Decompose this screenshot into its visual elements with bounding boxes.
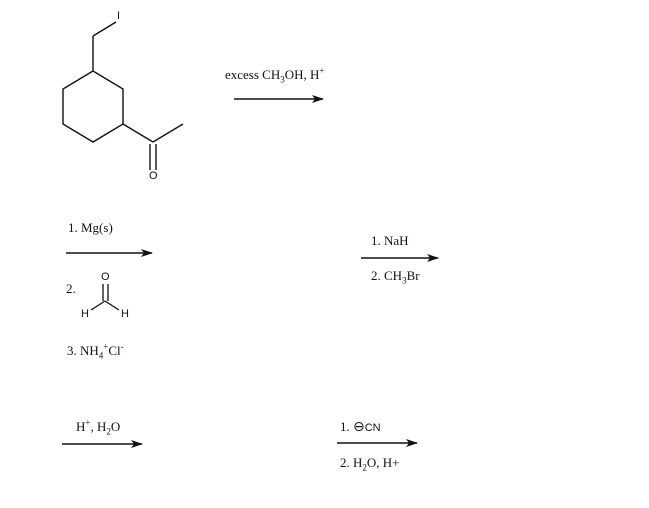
step5-reagent-1: 1. ⊖CN bbox=[340, 418, 381, 434]
starting-material-skeleton bbox=[62, 21, 184, 170]
iodine-atom-label: I bbox=[117, 10, 121, 22]
step5-reagent-2: 2. H2O, H+ bbox=[340, 455, 400, 473]
formaldehyde-ch-right bbox=[104, 300, 120, 311]
step3-reagent-2: 2. CH3Br bbox=[371, 268, 420, 286]
formaldehyde-oxygen-label: O bbox=[101, 271, 110, 283]
ring-to-carbonyl-bond bbox=[122, 123, 154, 143]
formaldehyde-ch-left bbox=[90, 300, 106, 311]
step2-reagent-3: 3. NH4+Cl- bbox=[67, 341, 124, 361]
carbonyl-oxygen-label: O bbox=[149, 170, 158, 182]
ch2-to-iodine-bond bbox=[92, 21, 117, 37]
step2-reagent-1: 1. Mg(s) bbox=[68, 220, 113, 235]
formaldehyde-h-right-label: H bbox=[121, 308, 129, 320]
cyclohexane-ring bbox=[62, 70, 124, 143]
formaldehyde-h-left-label: H bbox=[81, 308, 89, 320]
step1-reagent-label: excess CH3OH, H+ bbox=[225, 65, 325, 85]
step3-reagent-1: 1. NaH bbox=[371, 233, 409, 248]
acetyl-methyl-bond bbox=[152, 123, 184, 143]
anion-charge-icon: ⊖ bbox=[353, 418, 365, 434]
step2-reagent-2-number: 2. bbox=[66, 281, 76, 296]
step4-reagent-label: H+, H2O bbox=[76, 417, 121, 437]
formaldehyde-skeleton bbox=[90, 284, 120, 311]
